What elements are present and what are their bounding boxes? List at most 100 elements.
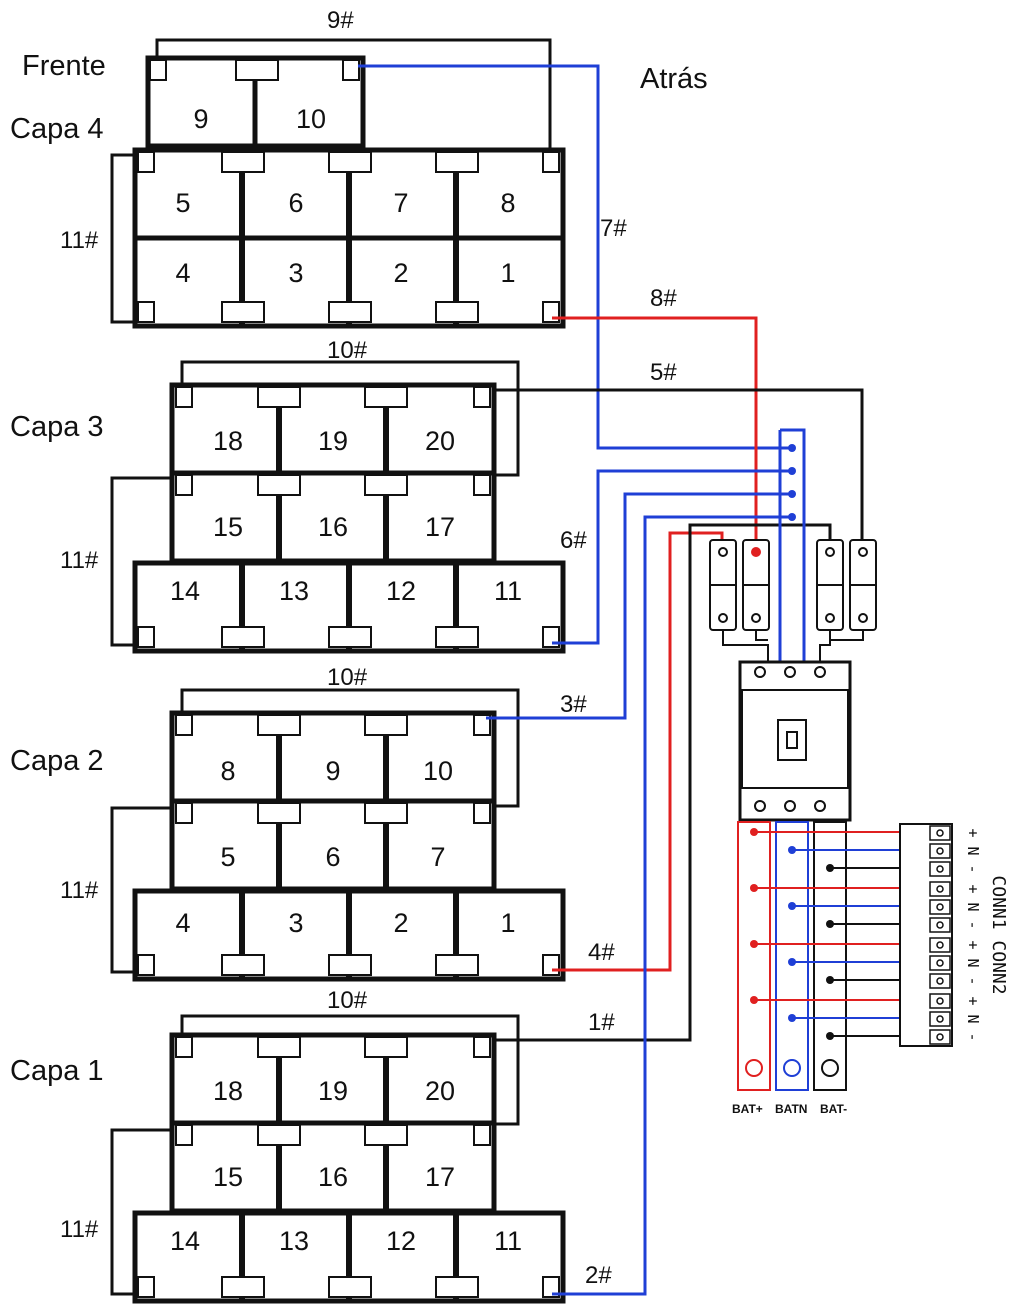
wire-2-line bbox=[552, 515, 792, 1296]
battery-number: 17 bbox=[425, 512, 455, 542]
wire-5-label: 5# bbox=[650, 359, 677, 386]
battery-number: 10 bbox=[423, 756, 453, 786]
layer1-group: 18 19 20 15 16 17 14 13 12 11 bbox=[110, 1014, 566, 1304]
neutral-bus-line bbox=[780, 428, 806, 665]
connector-dots bbox=[750, 828, 834, 1040]
battery-number: 4 bbox=[175, 908, 190, 938]
conn-pin-label: + bbox=[964, 884, 982, 893]
battery-number: 20 bbox=[425, 1076, 455, 1106]
layer3-mid-row bbox=[169, 470, 497, 564]
battery-number: 3 bbox=[288, 258, 303, 288]
terminals bbox=[137, 714, 560, 976]
wire-10-line bbox=[180, 1014, 520, 1126]
bat-minus-bar bbox=[813, 821, 847, 1091]
back-label: Atrás bbox=[640, 63, 708, 95]
layer2-group: 8 9 10 5 6 7 4 3 2 1 bbox=[110, 688, 566, 982]
battery-number: 5 bbox=[175, 188, 190, 218]
battery-number: 3 bbox=[288, 908, 303, 938]
wire-11-line bbox=[110, 1128, 172, 1296]
bat-plus-label: BAT+ bbox=[732, 1102, 763, 1116]
battery-number: 1 bbox=[500, 908, 515, 938]
battery-number: 18 bbox=[213, 1076, 243, 1106]
conn-pin-label: - bbox=[964, 1032, 982, 1041]
battery-number: 15 bbox=[213, 1162, 243, 1192]
layer3-label: Capa 3 bbox=[10, 411, 104, 443]
wire-11-line bbox=[110, 476, 172, 647]
wire-11-label: 11# bbox=[60, 1216, 99, 1243]
battery-number: 6 bbox=[325, 842, 340, 872]
conn-pin-label: N bbox=[964, 902, 982, 911]
battery-number: 7 bbox=[393, 188, 408, 218]
terminals bbox=[137, 59, 560, 323]
conn-housing bbox=[899, 823, 953, 1047]
conn-pin-label: N bbox=[964, 958, 982, 967]
wire-7-label: 7# bbox=[600, 215, 627, 242]
battery-number: 12 bbox=[386, 1226, 416, 1256]
wire-2-label: 2# bbox=[585, 1262, 612, 1289]
wire-9-line bbox=[155, 38, 552, 150]
battery-number: 11 bbox=[494, 576, 522, 606]
battery-number: 2 bbox=[393, 908, 408, 938]
front-label: Frente bbox=[22, 50, 106, 82]
conn-pin-label: + bbox=[964, 940, 982, 949]
battery-number: 11 bbox=[494, 1226, 522, 1256]
conn-pin-label: - bbox=[964, 864, 982, 873]
layer4-group: 9 10 5 6 7 8 4 3 2 1 bbox=[110, 38, 566, 329]
battery-number: 13 bbox=[279, 576, 309, 606]
battery-number: 14 bbox=[170, 576, 200, 606]
battery-number: 17 bbox=[425, 1162, 455, 1192]
battery-number: 19 bbox=[318, 426, 348, 456]
wire-10-line bbox=[180, 360, 520, 477]
wire-8-line bbox=[552, 316, 758, 548]
battery-number: 16 bbox=[318, 1162, 348, 1192]
bat-plus-bar bbox=[737, 821, 771, 1091]
battery-number: 18 bbox=[213, 426, 243, 456]
terminals bbox=[137, 1036, 560, 1298]
bat-minus-label: BAT- bbox=[820, 1102, 847, 1116]
main-wires bbox=[358, 64, 864, 1296]
wire-4-label: 4# bbox=[588, 939, 615, 966]
conn-pin-label: N bbox=[964, 846, 982, 855]
wire-3-label: 3# bbox=[560, 691, 587, 718]
wire-3-line bbox=[486, 492, 792, 720]
conn-pin-label: N bbox=[964, 1014, 982, 1023]
wire-5-line bbox=[494, 388, 864, 548]
battery-number: 15 bbox=[213, 512, 243, 542]
wire-8-label: 8# bbox=[650, 285, 677, 312]
wire-6-label: 6# bbox=[560, 527, 587, 554]
wire-11-line bbox=[110, 153, 135, 324]
neutral-junctions bbox=[788, 444, 796, 521]
battery-number: 2 bbox=[393, 258, 408, 288]
wire-10-label: 10# bbox=[327, 337, 368, 364]
wire-10-line bbox=[180, 688, 520, 808]
terminals bbox=[137, 386, 560, 648]
wire-1-label: 1# bbox=[588, 1009, 615, 1036]
bat-n-label: BATN bbox=[775, 1102, 807, 1116]
battery-number: 16 bbox=[318, 512, 348, 542]
fuse-group bbox=[709, 539, 877, 665]
breaker bbox=[738, 660, 852, 822]
wire-6-line bbox=[552, 469, 792, 645]
fuse-red-terminal bbox=[751, 547, 761, 557]
conn-pin-label: - bbox=[964, 976, 982, 985]
battery-number: 6 bbox=[288, 188, 303, 218]
battery-number: 20 bbox=[425, 426, 455, 456]
conn-pin-label: + bbox=[964, 828, 982, 837]
battery-number: 8 bbox=[500, 188, 515, 218]
battery-number: 4 bbox=[175, 258, 190, 288]
layer1-label: Capa 1 bbox=[10, 1055, 104, 1087]
wire-11-line bbox=[110, 806, 172, 974]
battery-number: 1 bbox=[500, 258, 515, 288]
wire-10-label: 10# bbox=[327, 987, 368, 1014]
battery-number: 9 bbox=[325, 756, 340, 786]
conn-block: + N - + N - + N - + N - CONN1 CONN2 bbox=[899, 823, 1009, 1047]
wire-11-label: 11# bbox=[60, 547, 99, 574]
conn-pin-label: - bbox=[964, 920, 982, 929]
wire-9-label: 9# bbox=[327, 7, 354, 34]
layer2-label: Capa 2 bbox=[10, 745, 104, 777]
conn-pin-label: + bbox=[964, 996, 982, 1005]
battery-number: 10 bbox=[296, 104, 326, 134]
wire-7-line bbox=[358, 64, 792, 450]
battery-number: 9 bbox=[193, 104, 208, 134]
wire-4-line bbox=[552, 531, 724, 972]
